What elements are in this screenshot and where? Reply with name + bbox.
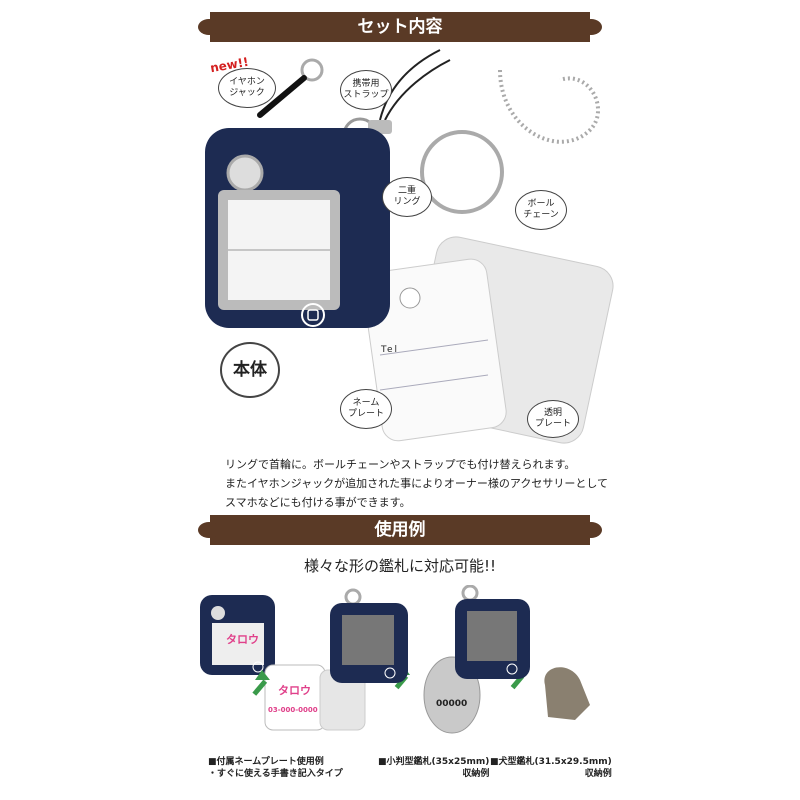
- description: リングで首輪に。ボールチェーンやストラップでも付け替えられます。 またイヤホンジ…: [225, 455, 655, 512]
- dog-shaped-tag-icon: [544, 667, 590, 720]
- double-ring-icon: [420, 130, 504, 214]
- example-two-case-icon: [330, 588, 408, 683]
- caption-line: ■犬型鑑札(31.5x29.5mm): [490, 757, 612, 767]
- example-tag-number: 00000: [436, 699, 468, 709]
- caption-three: ■犬型鑑札(31.5x29.5mm) 収納例: [490, 756, 612, 780]
- banner-contents: セット内容: [198, 12, 602, 42]
- description-line: またイヤホンジャックが追加された事によりオーナー様のアクセサリーとして: [225, 477, 609, 490]
- plate-tel-label: Tel: [381, 345, 400, 355]
- caption-two: ■小判型鑑札(35x25mm) 収納例: [378, 756, 489, 780]
- callout-strap: 携帯用 ストラップ: [340, 70, 392, 110]
- body-case-icon: [205, 128, 390, 328]
- caption-one: ■付属ネームプレート使用例 ・すぐに使える手書き記入タイプ: [208, 756, 343, 780]
- tagline: 様々な形の鑑札に対応可能!!: [303, 557, 497, 575]
- example-plate-name: タロウ: [278, 684, 311, 697]
- description-line: リングで首輪に。ボールチェーンやストラップでも付け替えられます。: [225, 458, 576, 471]
- callout-double-ring: 二重 リング: [382, 177, 432, 217]
- name-plate-icon: [362, 258, 507, 442]
- caption-line: 収納例: [584, 769, 612, 779]
- callout-earphone-jack: イヤホン ジャック: [218, 68, 276, 108]
- example-plate-phone: 03-000-0000: [268, 706, 318, 714]
- ball-chain-icon: [498, 69, 601, 144]
- callout-ball-chain: ボール チェーン: [515, 190, 567, 230]
- example-three-case-icon: [455, 585, 530, 679]
- callout-body: 本体: [220, 342, 280, 398]
- earphone-jack-icon: [257, 58, 324, 118]
- example-one-case-icon: [200, 595, 275, 675]
- caption-line: ■小判型鑑札(35x25mm): [378, 757, 490, 767]
- example-name: タロウ: [226, 633, 259, 646]
- callout-name-plate: ネーム プレート: [340, 389, 392, 429]
- caption-line: ■付属ネームプレート使用例: [208, 757, 324, 767]
- arrow-icon: [255, 670, 270, 680]
- description-line: スマホなどにも付ける事ができます。: [225, 496, 411, 509]
- usage-examples-illustration: [200, 585, 590, 734]
- caption-line: 収納例: [462, 769, 490, 779]
- contents-illustration: [205, 49, 614, 444]
- banner-usage: 使用例: [198, 515, 602, 545]
- caption-line: ・すぐに使える手書き記入タイプ: [208, 769, 343, 779]
- callout-clear-plate: 透明 プレート: [527, 400, 579, 438]
